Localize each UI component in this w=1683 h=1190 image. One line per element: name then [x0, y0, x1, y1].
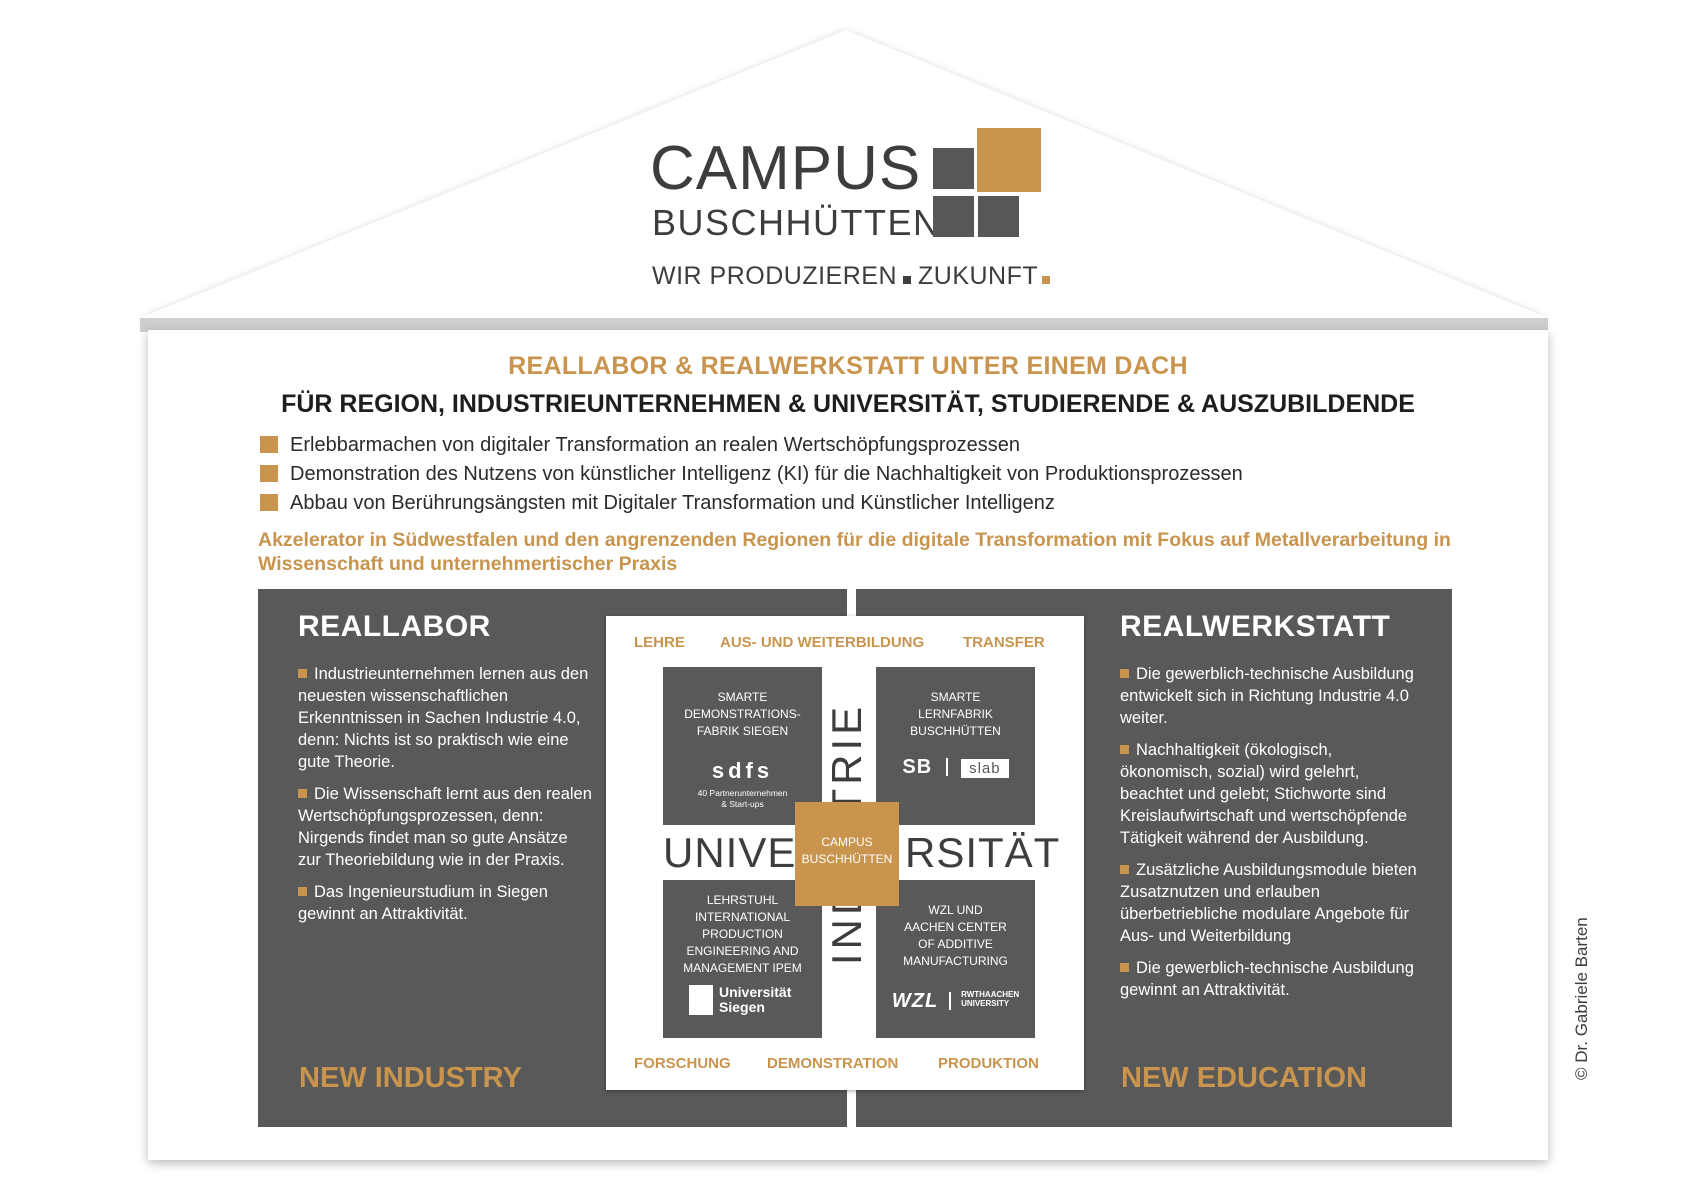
reallabor-points: Industrieunternehmen lernen aus den neue… — [298, 663, 593, 935]
universitaet-left: UNIVE — [663, 829, 797, 876]
realwerkstatt-points: Die gewerblich-technische Ausbildung ent… — [1120, 663, 1425, 1011]
bullet-square-icon — [1120, 963, 1129, 972]
quadrant-wzl: WZL UND AACHEN CENTER OF ADDITIVE MANUFA… — [876, 880, 1035, 1038]
realwerkstatt-point: Die gewerblich-technische Ausbildung ent… — [1120, 665, 1414, 727]
logo-square-dark-2 — [933, 196, 974, 237]
reallabor-point: Die Wissenschaft lernt aus den realen We… — [298, 785, 592, 869]
universitaet-right: RSITÄT — [905, 829, 1061, 876]
headline-primary: REALLABOR & REALWERKSTATT UNTER EINEM DA… — [508, 352, 1188, 380]
reallabor-footer: NEW INDUSTRY — [299, 1062, 522, 1094]
bullet-square-icon — [298, 887, 307, 896]
bullet-square-icon — [298, 669, 307, 678]
logo-square-dark-1 — [933, 148, 974, 189]
logo-square-gold — [977, 128, 1041, 192]
headline-secondary: FÜR REGION, INDUSTRIEUNTERNEHMEN & UNIVE… — [281, 390, 1415, 418]
sdfs-logo: sdfs — [711, 758, 774, 783]
label-transfer: TRANSFER — [963, 634, 1045, 651]
bullet-square-icon — [1120, 745, 1129, 754]
label-forschung: FORSCHUNG — [634, 1055, 731, 1072]
logo-word-campus: CAMPUS — [650, 134, 922, 203]
realwerkstatt-point: Zusätzliche Ausbildungsmodule bieten Zus… — [1120, 861, 1417, 945]
label-demonstration: DEMONSTRATION — [767, 1055, 899, 1072]
bullet-item: Erlebbarmachen von digitaler Transformat… — [260, 434, 1020, 457]
bullet-square-icon — [298, 789, 307, 798]
accelerator-statement: Akzelerator in Südwestfalen und den angr… — [258, 529, 1451, 575]
label-produktion: PRODUKTION — [938, 1055, 1039, 1072]
slogan: WIR PRODUZIEREN ZUKUNFT — [652, 264, 1057, 289]
bullet-square-icon — [1120, 865, 1129, 874]
bullet-item: Abbau von Berührungsängsten mit Digitale… — [260, 492, 1055, 515]
logo-word-buschhuetten: BUSCHHÜTTEN — [652, 202, 941, 243]
wzl-logo: WZL — [891, 990, 939, 1012]
realwerkstatt-title: REALWERKSTATT — [1120, 610, 1391, 643]
campus-hub: CAMPUS BUSCHHÜTTEN — [795, 802, 899, 906]
bullet-square-icon — [1120, 669, 1129, 678]
realwerkstatt-point: Die gewerblich-technische Ausbildung gew… — [1120, 959, 1414, 999]
sb-logo: SB — [902, 756, 933, 778]
uni-siegen-icon — [689, 985, 713, 1015]
label-aus-weiterbildung: AUS- UND WEITERBILDUNG — [720, 634, 925, 651]
reallabor-point: Industrieunternehmen lernen aus den neue… — [298, 665, 589, 771]
bullet-item: Demonstration des Nutzens von künstliche… — [260, 463, 1243, 486]
slogan-part1: WIR PRODUZIEREN — [652, 262, 897, 290]
reallabor-title: REALLABOR — [298, 610, 491, 643]
bullet-square-icon — [260, 436, 278, 453]
reallabor-point: Das Ingenieurstudium in Siegen gewinnt a… — [298, 883, 548, 923]
slogan-dot-gold — [1042, 276, 1051, 284]
label-lehre: LEHRE — [634, 634, 685, 651]
slogan-dot-dark — [903, 276, 911, 284]
photo-credit: © Dr. Gabriele Barten — [1572, 917, 1591, 1080]
slogan-part2: ZUKUNFT — [918, 262, 1039, 290]
quadrant-lernfabrik: SMARTE LERNFABRIK BUSCHHÜTTEN SB slab — [876, 667, 1035, 825]
realwerkstatt-point: Nachhaltigkeit (ökologisch, ökonomisch, … — [1120, 741, 1408, 847]
realwerkstatt-footer: NEW EDUCATION — [1121, 1062, 1367, 1094]
quadrant-ipem: LEHRSTUHL INTERNATIONAL PRODUCTION ENGIN… — [663, 880, 822, 1038]
logo-square-dark-3 — [978, 196, 1019, 237]
slab-logo: slab — [961, 759, 1009, 778]
roof-shape — [140, 30, 1548, 332]
bullet-square-icon — [260, 465, 278, 482]
quadrant-sdfs: SMARTE DEMONSTRATIONS- FABRIK SIEGEN sdf… — [663, 667, 822, 825]
bullet-square-icon — [260, 494, 278, 511]
